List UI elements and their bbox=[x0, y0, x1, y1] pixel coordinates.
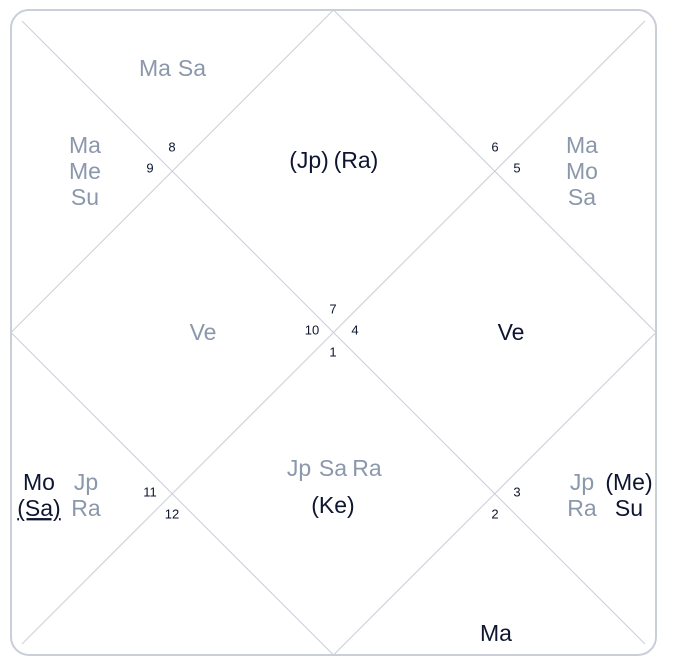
house-number-10: 10 bbox=[305, 322, 319, 337]
planet-label: Jp bbox=[570, 469, 594, 495]
planet-label: Mo bbox=[566, 158, 598, 184]
planet-label: Jp bbox=[74, 469, 98, 495]
planet-label: (Me) bbox=[605, 469, 652, 495]
house-number-6: 6 bbox=[491, 139, 498, 154]
planet-label: Ma bbox=[69, 132, 101, 158]
planet-label: Ma bbox=[139, 55, 171, 81]
planet-label: (Sa) bbox=[17, 495, 60, 521]
house-number-3: 3 bbox=[513, 484, 520, 499]
planet-label: Me bbox=[69, 158, 101, 184]
planet-label: Sa bbox=[568, 184, 596, 210]
planet-label: Sa bbox=[178, 55, 206, 81]
planet-label: Ma bbox=[566, 132, 598, 158]
planet-label: (Ke) bbox=[311, 492, 354, 518]
house-number-4: 4 bbox=[351, 322, 358, 337]
house-number-5: 5 bbox=[513, 160, 520, 175]
planet-label: Su bbox=[615, 495, 643, 521]
house-number-2: 2 bbox=[491, 506, 498, 521]
house-number-9: 9 bbox=[146, 160, 153, 175]
planet-label: Ve bbox=[498, 319, 525, 345]
planet-label: Ra bbox=[352, 455, 382, 481]
planet-label: (Jp) bbox=[289, 147, 329, 173]
house-number-8: 8 bbox=[168, 139, 175, 154]
planet-label: (Ra) bbox=[334, 147, 379, 173]
planet-label: Ra bbox=[71, 495, 101, 521]
planet-label: Ve bbox=[190, 319, 217, 345]
planet-label: Mo bbox=[23, 469, 55, 495]
planet-label: Ma bbox=[480, 620, 512, 646]
planet-label: Ra bbox=[567, 495, 597, 521]
inner-diamond bbox=[10, 9, 657, 656]
house-number-1: 1 bbox=[329, 344, 336, 359]
diagonal-line bbox=[21, 20, 646, 645]
planet-label: Su bbox=[71, 184, 99, 210]
house-number-11: 11 bbox=[143, 484, 157, 499]
planet-label: Jp bbox=[287, 455, 311, 481]
planet-label: Sa bbox=[319, 455, 347, 481]
house-number-12: 12 bbox=[165, 506, 179, 521]
house-number-7: 7 bbox=[329, 301, 336, 316]
